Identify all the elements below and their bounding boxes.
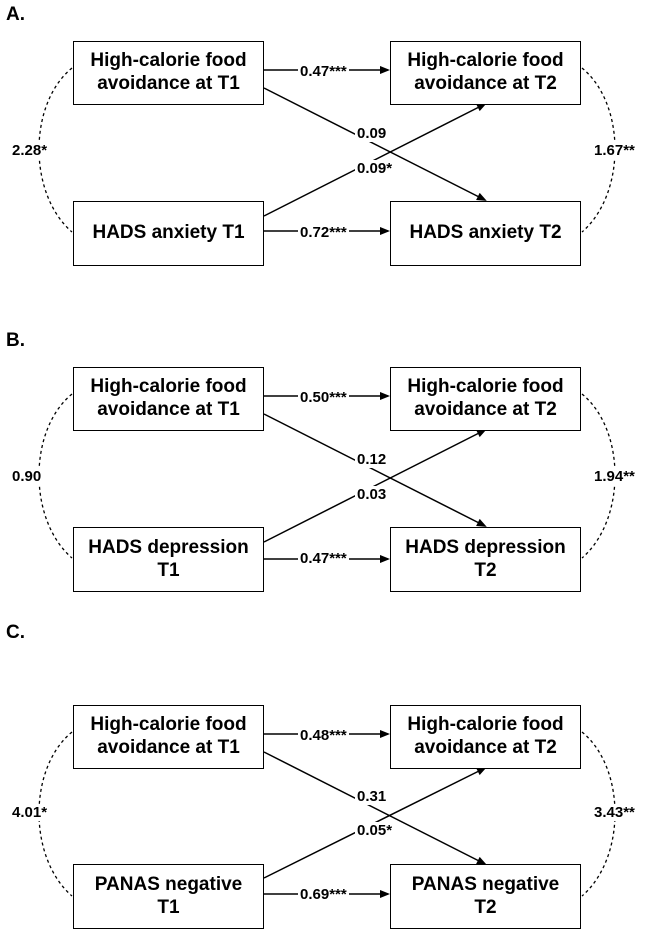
- box-measure-t2: PANAS negative T2: [390, 864, 581, 929]
- coef-cross-up: 0.03: [355, 486, 389, 503]
- box-measure-t1: HADS depression T1: [73, 527, 264, 592]
- arrow-cross-down: [263, 751, 487, 865]
- box-food-avoidance-t2: High-calorie food avoidance at T2: [390, 705, 581, 769]
- panel-c: C. High-calorie food avoidance at T1 Hig…: [0, 622, 645, 929]
- coef-cov-left: 0.90: [10, 468, 44, 485]
- box-measure-t1: PANAS negative T1: [73, 864, 264, 929]
- coef-bottom: 0.47***: [298, 550, 349, 567]
- box-food-avoidance-t2: High-calorie food avoidance at T2: [390, 41, 581, 105]
- panel-label: C.: [6, 622, 25, 643]
- box-measure-t2: HADS depression T2: [390, 527, 581, 592]
- coef-top: 0.50***: [298, 389, 349, 406]
- box-measure-t1: HADS anxiety T1: [73, 201, 264, 266]
- coef-cross-up: 0.09*: [355, 160, 395, 177]
- coef-cross-down: 0.09: [355, 125, 389, 142]
- coef-cov-right: 3.43**: [592, 804, 637, 821]
- coef-cov-left: 4.01*: [10, 804, 50, 821]
- coef-cross-down: 0.12: [355, 451, 389, 468]
- coef-cross-up: 0.05*: [355, 822, 395, 839]
- box-measure-t2: HADS anxiety T2: [390, 201, 581, 266]
- box-food-avoidance-t2: High-calorie food avoidance at T2: [390, 367, 581, 431]
- coef-cov-left: 2.28*: [10, 142, 50, 159]
- coef-top: 0.48***: [298, 727, 349, 744]
- covariance-left-curve: [38, 393, 73, 559]
- box-food-avoidance-t1: High-calorie food avoidance at T1: [73, 41, 264, 105]
- coef-bottom: 0.72***: [298, 224, 349, 241]
- coef-top: 0.47***: [298, 63, 349, 80]
- arrow-cross-down: [263, 413, 487, 527]
- coef-cov-right: 1.94**: [592, 468, 637, 485]
- panel-label: A.: [6, 4, 25, 25]
- coef-cross-down: 0.31: [355, 788, 389, 805]
- coef-cov-right: 1.67**: [592, 142, 637, 159]
- panel-a: A. High-calorie food avoidance at T1 Hig…: [0, 4, 645, 304]
- panel-b: B. High-calorie food avoidance at T1 Hig…: [0, 330, 645, 630]
- arrow-cross-down: [263, 87, 487, 201]
- coef-bottom: 0.69***: [298, 886, 349, 903]
- box-food-avoidance-t1: High-calorie food avoidance at T1: [73, 367, 264, 431]
- panel-label: B.: [6, 330, 25, 351]
- box-food-avoidance-t1: High-calorie food avoidance at T1: [73, 705, 264, 769]
